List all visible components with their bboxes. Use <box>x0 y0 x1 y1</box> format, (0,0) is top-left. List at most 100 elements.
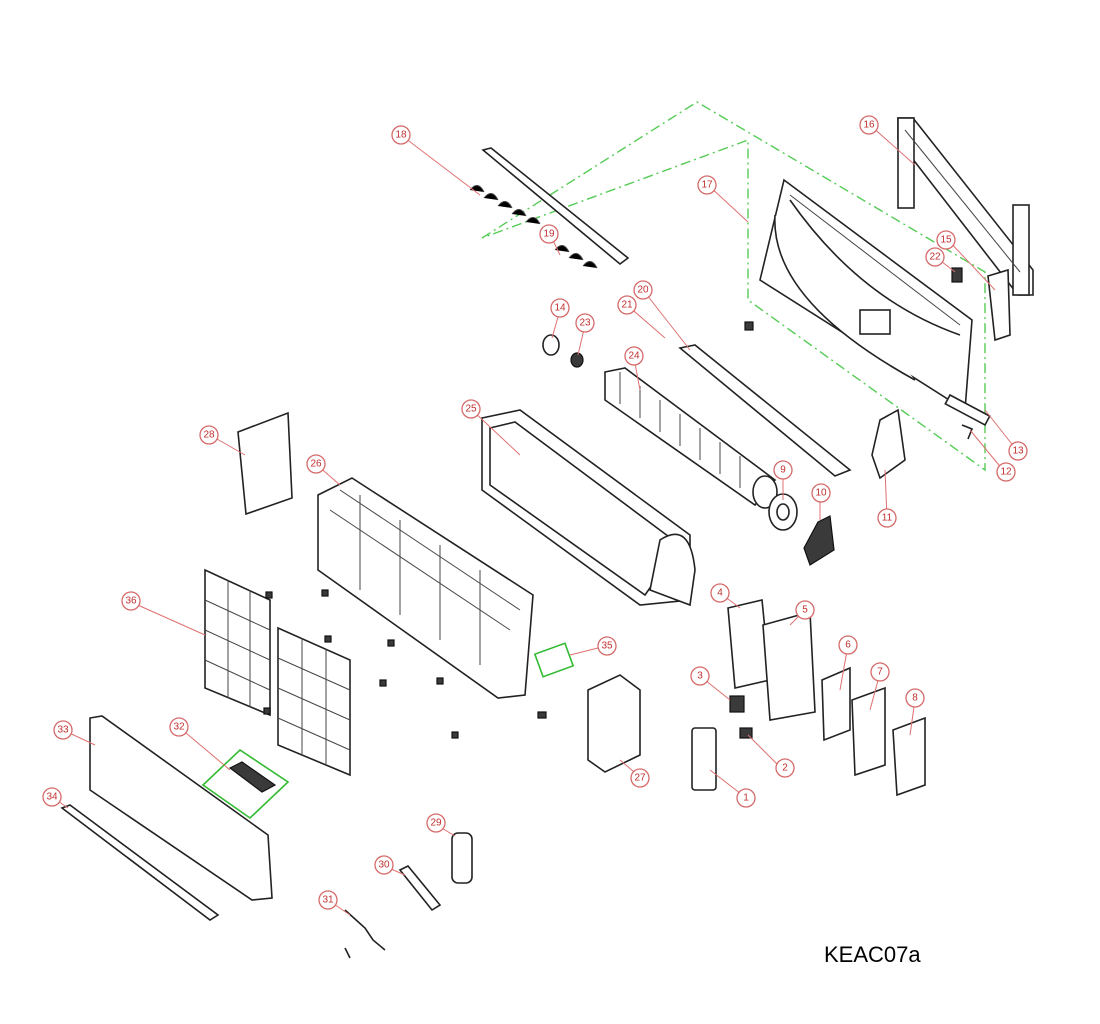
sensor-cable <box>344 909 386 959</box>
callout-label: 9 <box>780 465 786 476</box>
callout-label: 22 <box>929 252 941 263</box>
callout-13: 13 <box>1008 441 1028 461</box>
callout-10: 10 <box>811 483 831 503</box>
callout-8: 8 <box>905 688 925 708</box>
callout-label: 28 <box>203 430 215 441</box>
callout-18: 18 <box>391 125 411 145</box>
callout-label: 1 <box>743 793 749 804</box>
callout-4: 4 <box>710 583 730 603</box>
callout-26: 26 <box>306 454 326 474</box>
callout-19: 19 <box>539 224 559 244</box>
chassis-frame <box>759 178 973 412</box>
transformer <box>729 695 745 713</box>
callout-label: 8 <box>912 693 918 704</box>
display-board <box>228 761 277 793</box>
callout-label: 31 <box>322 895 334 906</box>
callout-label: 16 <box>863 120 875 131</box>
callout-16: 16 <box>859 115 879 135</box>
callout-24: 24 <box>624 346 644 366</box>
receiver-board <box>691 727 717 791</box>
callout-35: 35 <box>597 636 617 656</box>
callout-label: 15 <box>940 235 952 246</box>
pcb-board <box>851 686 886 777</box>
callout-7: 7 <box>870 662 890 682</box>
horizontal-louver <box>469 147 630 269</box>
callout-25: 25 <box>461 399 481 419</box>
display-board-box <box>201 748 290 820</box>
callout-15: 15 <box>936 230 956 250</box>
callout-label: 19 <box>543 229 555 240</box>
callout-label: 32 <box>173 722 185 733</box>
remote-control <box>451 832 473 884</box>
callout-label: 21 <box>621 300 633 311</box>
callout-23: 23 <box>575 313 595 333</box>
callout-30: 30 <box>374 855 394 875</box>
callout-20: 20 <box>633 280 653 300</box>
callout-label: 11 <box>882 513 893 524</box>
callout-label: 34 <box>46 792 58 803</box>
callout-label: 27 <box>634 773 646 784</box>
motor-clamp <box>803 515 835 566</box>
air-filter-left <box>204 568 271 717</box>
callout-label: 6 <box>845 640 851 651</box>
clip <box>951 267 963 283</box>
callout-5: 5 <box>795 600 815 620</box>
callout-label: 36 <box>125 596 137 607</box>
front-frame <box>317 477 534 699</box>
callout-label: 7 <box>877 667 883 678</box>
bearing-holder <box>542 334 584 368</box>
callout-label: 3 <box>697 671 703 682</box>
callout-6: 6 <box>838 635 858 655</box>
callout-label: 13 <box>1012 446 1024 457</box>
callout-label: 29 <box>430 818 442 829</box>
callout-31: 31 <box>318 890 338 910</box>
callout-label: 23 <box>579 318 591 329</box>
callout-label: 33 <box>57 725 69 736</box>
front-panel <box>89 715 273 901</box>
callout-label: 2 <box>782 763 788 774</box>
callout-11: 11 <box>877 508 897 528</box>
callout-label: 26 <box>310 459 322 470</box>
electric-box-cover <box>587 674 641 773</box>
callout-34: 34 <box>42 787 62 807</box>
callout-label: 35 <box>601 641 613 652</box>
terminal-box <box>762 610 816 721</box>
callout-label: 14 <box>554 303 566 314</box>
pcb-cover <box>821 666 851 742</box>
callout-22: 22 <box>925 247 945 267</box>
callout-label: 12 <box>1000 467 1012 478</box>
callout-2: 2 <box>775 758 795 778</box>
callout-1: 1 <box>736 788 756 808</box>
callout-label: 18 <box>395 130 407 141</box>
callout-29: 29 <box>426 813 446 833</box>
callout-label: 20 <box>637 285 649 296</box>
callout-21: 21 <box>617 295 637 315</box>
screws <box>263 321 754 739</box>
callout-label: 30 <box>378 860 390 871</box>
mounting-plate <box>897 117 1034 296</box>
panel-strip <box>60 804 220 921</box>
callout-14: 14 <box>550 298 570 318</box>
electric-cover <box>987 268 1011 342</box>
evaporator <box>481 409 696 607</box>
callout-label: 10 <box>815 488 827 499</box>
main-pcb <box>892 716 926 797</box>
callout-28: 28 <box>199 425 219 445</box>
side-bracket <box>237 411 293 516</box>
callout-32: 32 <box>169 717 189 737</box>
diagram-code: KEAC07a <box>824 942 921 967</box>
air-filter-right <box>277 626 351 777</box>
callout-33: 33 <box>53 720 73 740</box>
callout-27: 27 <box>630 768 650 788</box>
callout-3: 3 <box>690 666 710 686</box>
drain-tray <box>678 344 852 477</box>
callout-9: 9 <box>773 460 793 480</box>
callout-17: 17 <box>697 175 717 195</box>
callout-label: 4 <box>717 588 723 599</box>
callout-12: 12 <box>996 462 1016 482</box>
signal-board-box <box>533 642 575 678</box>
group-outline-top <box>481 101 986 472</box>
callout-label: 24 <box>628 351 640 362</box>
fan-motor <box>768 493 798 531</box>
callout-36: 36 <box>121 591 141 611</box>
